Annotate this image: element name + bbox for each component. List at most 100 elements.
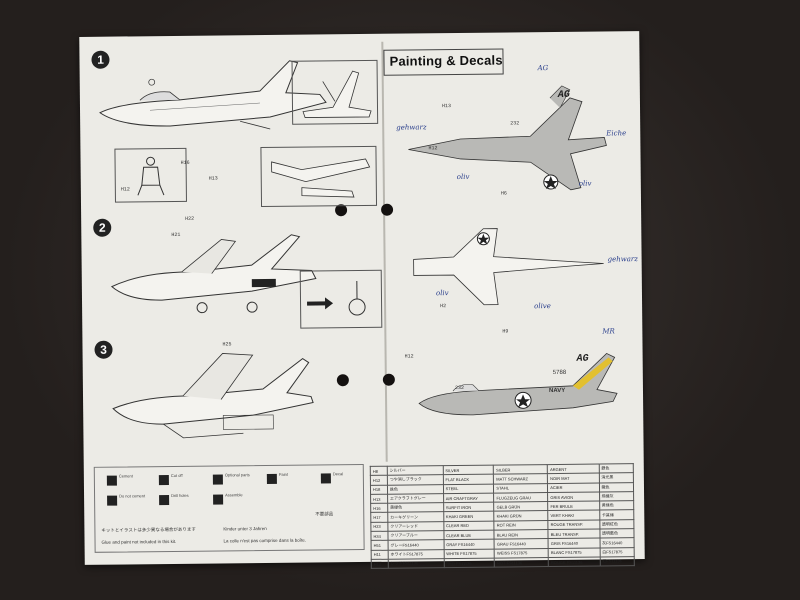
- step3-wings-drawing: [112, 353, 314, 439]
- no-cement-icon: [107, 495, 118, 506]
- part-label: H13: [441, 103, 452, 110]
- color-cell-zh: 銀色: [598, 463, 634, 474]
- punch-hole: [336, 374, 349, 387]
- side-view-aircraft: [418, 352, 618, 416]
- color-cell-fr: GRIS FS16440: [548, 538, 600, 549]
- center-fold: [381, 41, 388, 462]
- nose-number-side: 232: [454, 384, 464, 392]
- step1-wing-box: [260, 145, 378, 208]
- legend-label: Do not cement: [119, 493, 146, 499]
- cut-icon: [158, 475, 169, 486]
- legend-note-de: Kinder unter 3 Jahren: [223, 526, 267, 532]
- assemble-icon: [213, 494, 224, 505]
- tail-code-side: AG: [576, 353, 589, 365]
- part-label: H22: [185, 215, 195, 222]
- paint-icon: [266, 473, 277, 485]
- color-cell-zh: 透明藍色: [599, 528, 635, 539]
- punch-hole: [382, 373, 395, 386]
- color-cell-zh: 黄綠色: [599, 500, 634, 511]
- step1-tail-detail-box: [291, 59, 379, 125]
- handwritten-note: oliv: [578, 179, 592, 188]
- part-label: H12: [120, 186, 130, 193]
- color-cell-fr: ROUGE TRANSP.: [548, 519, 600, 530]
- painting-title: Painting & Decals: [389, 52, 503, 69]
- punch-hole: [381, 203, 394, 216]
- handwritten-note: gehwarz: [607, 255, 638, 264]
- color-cell-zh: 鐵色: [598, 482, 634, 492]
- color-cell-en: CLEAR RED: [443, 520, 495, 531]
- legend-label: Drill holes: [171, 492, 189, 499]
- color-cell-fr: NOIR MAT: [547, 473, 599, 484]
- legend-label: Decal: [332, 471, 344, 477]
- legend-note-jp: キットとイラストは多少異なる場合があります: [101, 526, 196, 533]
- color-cell-code: H23: [370, 522, 388, 532]
- color-cell-en: KHAKI GREEN: [443, 511, 495, 522]
- color-cell-en: STEEL: [443, 483, 494, 494]
- color-cell-en: FLAT BLACK: [442, 474, 494, 485]
- color-cell-zh: 飛機灰: [599, 491, 634, 502]
- step1-fuselage-drawing: [99, 60, 327, 130]
- color-cell-zh: 卡其綠: [599, 510, 634, 520]
- color-cell-code: H18: [370, 484, 388, 495]
- tail-code-top: AG: [557, 89, 570, 101]
- bottom-view-aircraft: [413, 228, 604, 306]
- step2-gear-detail-box: [299, 269, 383, 329]
- handwritten-note: Eiche: [606, 129, 627, 138]
- handwritten-note: olive: [534, 302, 551, 311]
- part-label: H21: [171, 231, 181, 238]
- color-cell-code: H8: [370, 466, 388, 476]
- color-cell-fr: ROUGE FS11136: [548, 556, 600, 567]
- color-cell-code: H16: [370, 503, 388, 513]
- nose-number-top: 232: [510, 120, 520, 127]
- color-cell-fr: ACIER: [547, 482, 600, 493]
- legend-label: Paint: [278, 471, 288, 477]
- part-label: H13: [208, 175, 218, 182]
- color-cell-en: SILVER: [442, 465, 494, 475]
- color-cell-code: H13: [370, 494, 388, 504]
- legend-label: Cut off: [170, 472, 183, 479]
- color-cell-code: H11: [371, 549, 389, 560]
- color-cell-code: H51: [371, 540, 388, 551]
- instruction-sheet: 1 2: [79, 31, 645, 569]
- legend-panel: Cement Do not cement Cut off Drill holes…: [93, 463, 365, 553]
- color-cell-fr: BLEU TRANSP.: [548, 529, 600, 539]
- color-cell-zh: 消光黑: [598, 472, 634, 483]
- color-cell-fr: VERT KHAKI: [547, 510, 600, 521]
- handwritten-note: gehwarz: [396, 123, 427, 132]
- part-label: H2: [440, 303, 447, 310]
- legend-note-unused: 不要部品: [315, 511, 334, 517]
- color-cell-fr: ARGENT: [547, 464, 599, 474]
- step2-assembly-drawing: [110, 234, 317, 314]
- part-label: H12: [404, 353, 414, 360]
- part-label: H16: [180, 159, 190, 166]
- color-cell-fr: GRIS AVION: [547, 491, 600, 502]
- step1-pilot-box: [114, 147, 187, 203]
- drill-icon: [159, 495, 170, 506]
- color-cell-fr: BLANC FS17875: [548, 547, 600, 558]
- color-cell-de: ROT FS11136: [494, 557, 549, 568]
- part-label: H25: [222, 341, 232, 348]
- part-label: H9: [502, 328, 509, 335]
- color-cell-en: AIR CRAFTGRAY: [443, 493, 495, 503]
- serial-number: 5788: [552, 369, 567, 377]
- top-view-aircraft: [408, 85, 607, 191]
- color-cell-zh: 灰FS16440: [599, 538, 635, 548]
- optional-icon: [212, 474, 223, 485]
- color-cell-code: H34: [370, 531, 388, 541]
- color-cell-en: GRAY FS16440: [443, 539, 495, 550]
- color-cell-en: RED FS11136: [443, 558, 495, 568]
- cement-icon: [106, 475, 117, 486]
- legend-label: Assemble: [225, 492, 243, 498]
- color-cell-en: WHITE FS17875: [443, 548, 495, 559]
- decal-icon: [320, 473, 331, 484]
- color-cell-jp: レッドFS11136: [388, 558, 444, 569]
- handwritten-note: oliv: [435, 289, 449, 298]
- color-cell-en: CLEAR BLUE: [443, 530, 495, 541]
- color-cell-en: SURFIT IRON: [443, 502, 495, 513]
- handwritten-note: MR: [602, 327, 615, 336]
- legend-note-fr: La colle n'est pas comprise dans la boît…: [223, 537, 306, 544]
- navy-lettering: NAVY: [548, 387, 566, 395]
